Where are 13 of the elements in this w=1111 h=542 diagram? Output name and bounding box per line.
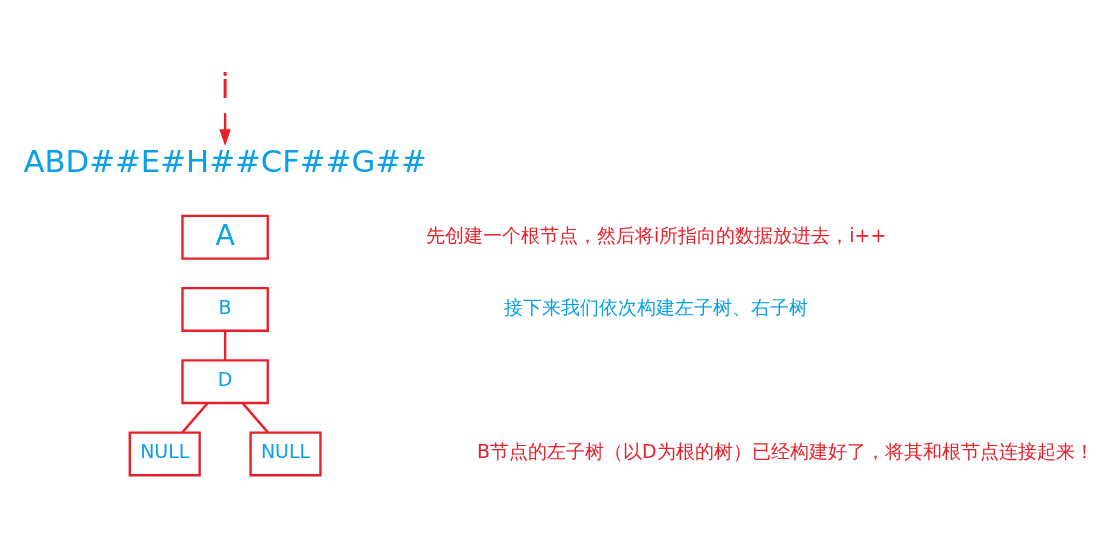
node-text: i (220, 67, 230, 106)
label: B节点的左子树（以D为根的树）已经构建好了，将其和根节点连接起来！ (476, 440, 1094, 463)
connector (223, 330, 227, 361)
node-box: NULL (249, 431, 322, 477)
connector (181, 402, 209, 434)
node-box: A (181, 214, 269, 260)
node-box: D (181, 359, 269, 405)
node-text: ABD##E#H##CF##G## (23, 142, 427, 179)
label: 先创建一个根节点，然后将i所指向的数据放进去，i++ (426, 223, 887, 246)
connector (241, 402, 269, 434)
label: 接下来我们依次构建左子树、右子树 (504, 295, 809, 318)
node-box: B (181, 287, 269, 332)
node-box: NULL (128, 431, 201, 477)
